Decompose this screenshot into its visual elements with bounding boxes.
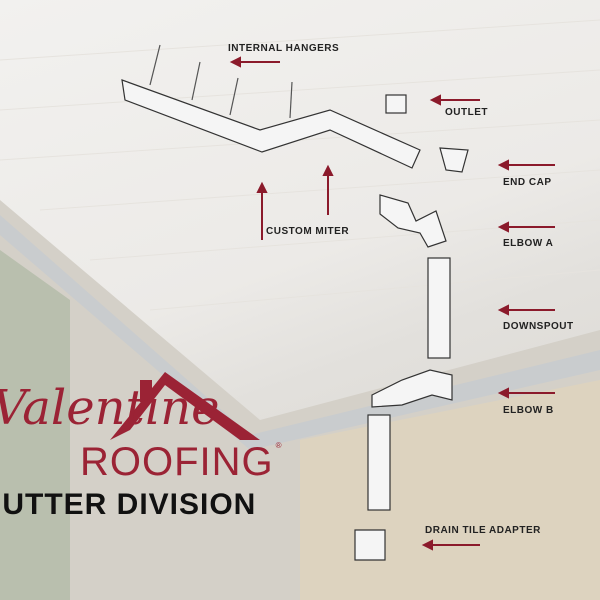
downspout-upper [427, 257, 451, 359]
logo-script: Valentine [0, 380, 220, 436]
label-end-cap: END CAP [503, 177, 552, 188]
gutter-diagram [121, 44, 469, 561]
logo-chimney-icon [140, 380, 152, 402]
logo-roofing: ROOFING [80, 440, 274, 484]
gutter-section [121, 79, 421, 169]
label-custom-miter: CUSTOM MITER [266, 226, 350, 237]
end-cap-part [439, 147, 469, 173]
label-elbow-a: ELBOW A [503, 238, 554, 249]
logo-registered: ® [275, 441, 282, 450]
label-drain-tile-adapter: DRAIN TILE ADAPTER [425, 525, 541, 536]
tree-area [0, 250, 70, 600]
outlet-part [385, 94, 407, 114]
label-downspout: DOWNSPOUT [503, 321, 574, 332]
logo-division: GUTTER DIVISION [0, 488, 257, 521]
arrows [229, 56, 555, 551]
downspout-lower [367, 414, 391, 511]
label-elbow-b: ELBOW B [503, 405, 554, 416]
shingle-lines [0, 19, 600, 311]
drain-adapter-part [354, 529, 386, 561]
hangers [149, 44, 293, 119]
elbow-b-part [371, 369, 453, 408]
label-outlet: OUTLET [445, 107, 488, 118]
elbow-a-part [379, 194, 447, 248]
logo-roof-icon [110, 372, 260, 440]
logo-roofing-line: ROOFING® [80, 440, 282, 484]
label-internal-hangers: INTERNAL HANGERS [228, 43, 340, 54]
